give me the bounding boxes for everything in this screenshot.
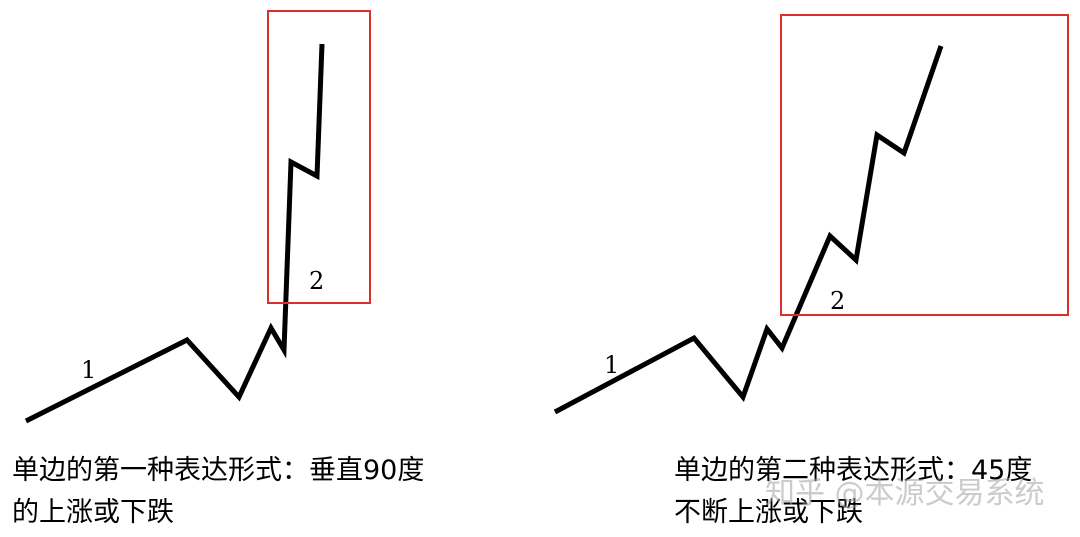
right-highlight-box xyxy=(780,14,1069,316)
watermark: 知乎 @本源交易系统 xyxy=(765,476,1045,511)
left-caption-line2: 的上涨或下跌 xyxy=(12,497,174,528)
left-caption-line1: 单边的第一种表达形式：垂直90度 xyxy=(12,455,425,486)
right-caption-line1: 单边的第二种表达形式：45度 xyxy=(674,455,1033,486)
left-caption: 单边的第一种表达形式：垂直90度 的上涨或下跌 xyxy=(12,450,424,534)
left-price-path xyxy=(24,43,325,424)
right-wave-label-2: 2 xyxy=(830,287,845,315)
left-highlight-box xyxy=(267,10,371,304)
right-caption: 单边的第二种表达形式：45度 不断上涨或下跌 xyxy=(674,450,1032,534)
right-caption-line2: 不断上涨或下跌 xyxy=(674,497,863,528)
right-wave-label-1: 1 xyxy=(604,351,619,379)
left-wave-label-2: 2 xyxy=(309,267,324,295)
right-price-path xyxy=(553,45,944,415)
left-wave-label-1: 1 xyxy=(81,356,96,384)
